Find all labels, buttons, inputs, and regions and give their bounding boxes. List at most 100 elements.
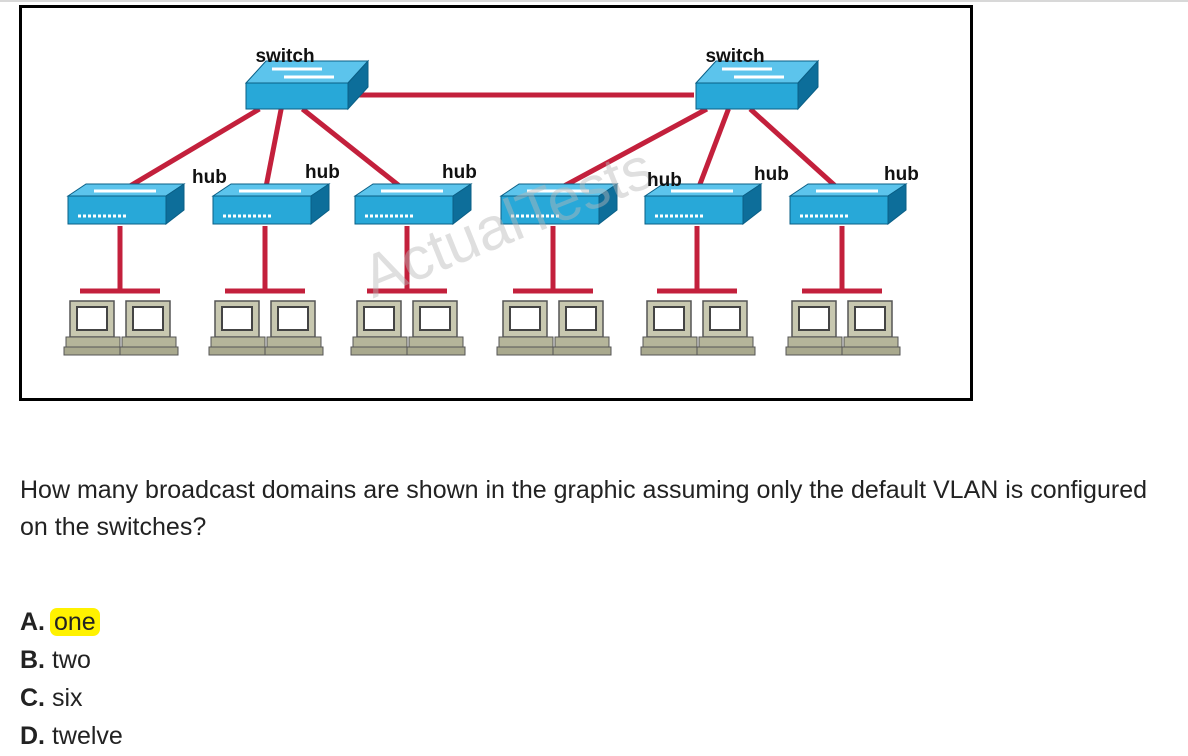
answer-b[interactable]: B. two	[20, 641, 420, 679]
pc-keyboard	[841, 346, 901, 356]
pc-screen	[221, 306, 253, 331]
answer-c[interactable]: C. six	[20, 679, 420, 717]
switch-front	[695, 82, 799, 110]
pc-screen	[132, 306, 164, 331]
pc-screen	[854, 306, 886, 331]
pc-screen	[565, 306, 597, 331]
pc-keyboard	[696, 346, 756, 356]
pc-icon	[119, 300, 179, 356]
pc-base	[698, 336, 754, 348]
answer-text: six	[51, 684, 83, 712]
pc-screen	[509, 306, 541, 331]
pc-base	[408, 336, 464, 348]
pc-keyboard	[208, 346, 268, 356]
pc-base	[843, 336, 899, 348]
pc-base	[210, 336, 266, 348]
hub-front	[789, 195, 889, 225]
pc-keyboard	[640, 346, 700, 356]
uplink	[262, 108, 284, 193]
hub-side	[598, 183, 618, 226]
pc-keyboard	[119, 346, 179, 356]
question-text: How many broadcast domains are shown in …	[20, 476, 1148, 541]
switch-label: switch	[705, 46, 764, 67]
pc-screen	[363, 306, 395, 331]
hub-front	[354, 195, 454, 225]
pc-keyboard	[63, 346, 123, 356]
hub-label: hub	[884, 164, 919, 185]
pc-keyboard	[785, 346, 845, 356]
uplink	[748, 107, 844, 194]
pc-icon	[208, 300, 268, 356]
pc-icon	[406, 300, 466, 356]
pc-keyboard	[552, 346, 612, 356]
hub-device	[211, 183, 331, 226]
pc-keyboard	[496, 346, 556, 356]
pc-base	[266, 336, 322, 348]
uplink	[118, 106, 261, 195]
pc-base	[554, 336, 610, 348]
hub-front	[500, 195, 600, 225]
pc-screen	[419, 306, 451, 331]
hub-device	[353, 183, 473, 226]
pc-screen	[709, 306, 741, 331]
switch-front	[245, 82, 349, 110]
pc-icon	[640, 300, 700, 356]
answer-letter: B.	[20, 646, 45, 674]
pc-icon	[350, 300, 410, 356]
switch-side	[797, 59, 819, 111]
pc-icon	[552, 300, 612, 356]
pc-base	[642, 336, 698, 348]
pc-icon	[63, 300, 123, 356]
switch-label: switch	[255, 46, 314, 67]
hub-device	[499, 183, 619, 226]
pc-icon	[841, 300, 901, 356]
answer-d[interactable]: D. twelve	[20, 717, 420, 755]
answer-text: one	[49, 608, 100, 636]
hub-side	[742, 183, 762, 226]
hub-front	[67, 195, 167, 225]
answer-a[interactable]: A. one	[20, 603, 420, 641]
pc-base	[787, 336, 843, 348]
pc-keyboard	[350, 346, 410, 356]
hub-label: hub	[647, 170, 682, 191]
answer-letter: D.	[20, 722, 45, 750]
uplink	[694, 108, 731, 193]
hub-device	[788, 183, 908, 226]
pc-screen	[277, 306, 309, 331]
answer-list: A. one B. two C. six D. twelve	[20, 603, 420, 755]
hub-front	[644, 195, 744, 225]
hub-side	[452, 183, 472, 226]
hub-side	[887, 183, 907, 226]
hub-device	[66, 183, 186, 226]
hub-label: hub	[442, 162, 477, 183]
pc-icon	[785, 300, 845, 356]
pc-icon	[496, 300, 556, 356]
switch-device	[244, 59, 370, 111]
pc-icon	[264, 300, 324, 356]
hub-side	[165, 183, 185, 226]
answer-text: twelve	[51, 722, 123, 750]
hub-label: hub	[192, 167, 227, 188]
pc-base	[498, 336, 554, 348]
answer-letter: A.	[20, 608, 45, 636]
uplink	[551, 106, 709, 195]
answer-text: two	[51, 646, 91, 674]
pc-base	[352, 336, 408, 348]
pc-screen	[76, 306, 108, 331]
switch-device	[694, 59, 820, 111]
answer-letter: C.	[20, 684, 45, 712]
pc-screen	[653, 306, 685, 331]
top-divider	[0, 0, 1188, 2]
hub-label: hub	[305, 162, 340, 183]
pc-keyboard	[264, 346, 324, 356]
uplink	[300, 107, 409, 194]
pc-keyboard	[406, 346, 466, 356]
hub-front	[212, 195, 312, 225]
switch-side	[347, 59, 369, 111]
hub-side	[310, 183, 330, 226]
pc-screen	[798, 306, 830, 331]
pc-base	[121, 336, 177, 348]
hub-device	[643, 183, 763, 226]
